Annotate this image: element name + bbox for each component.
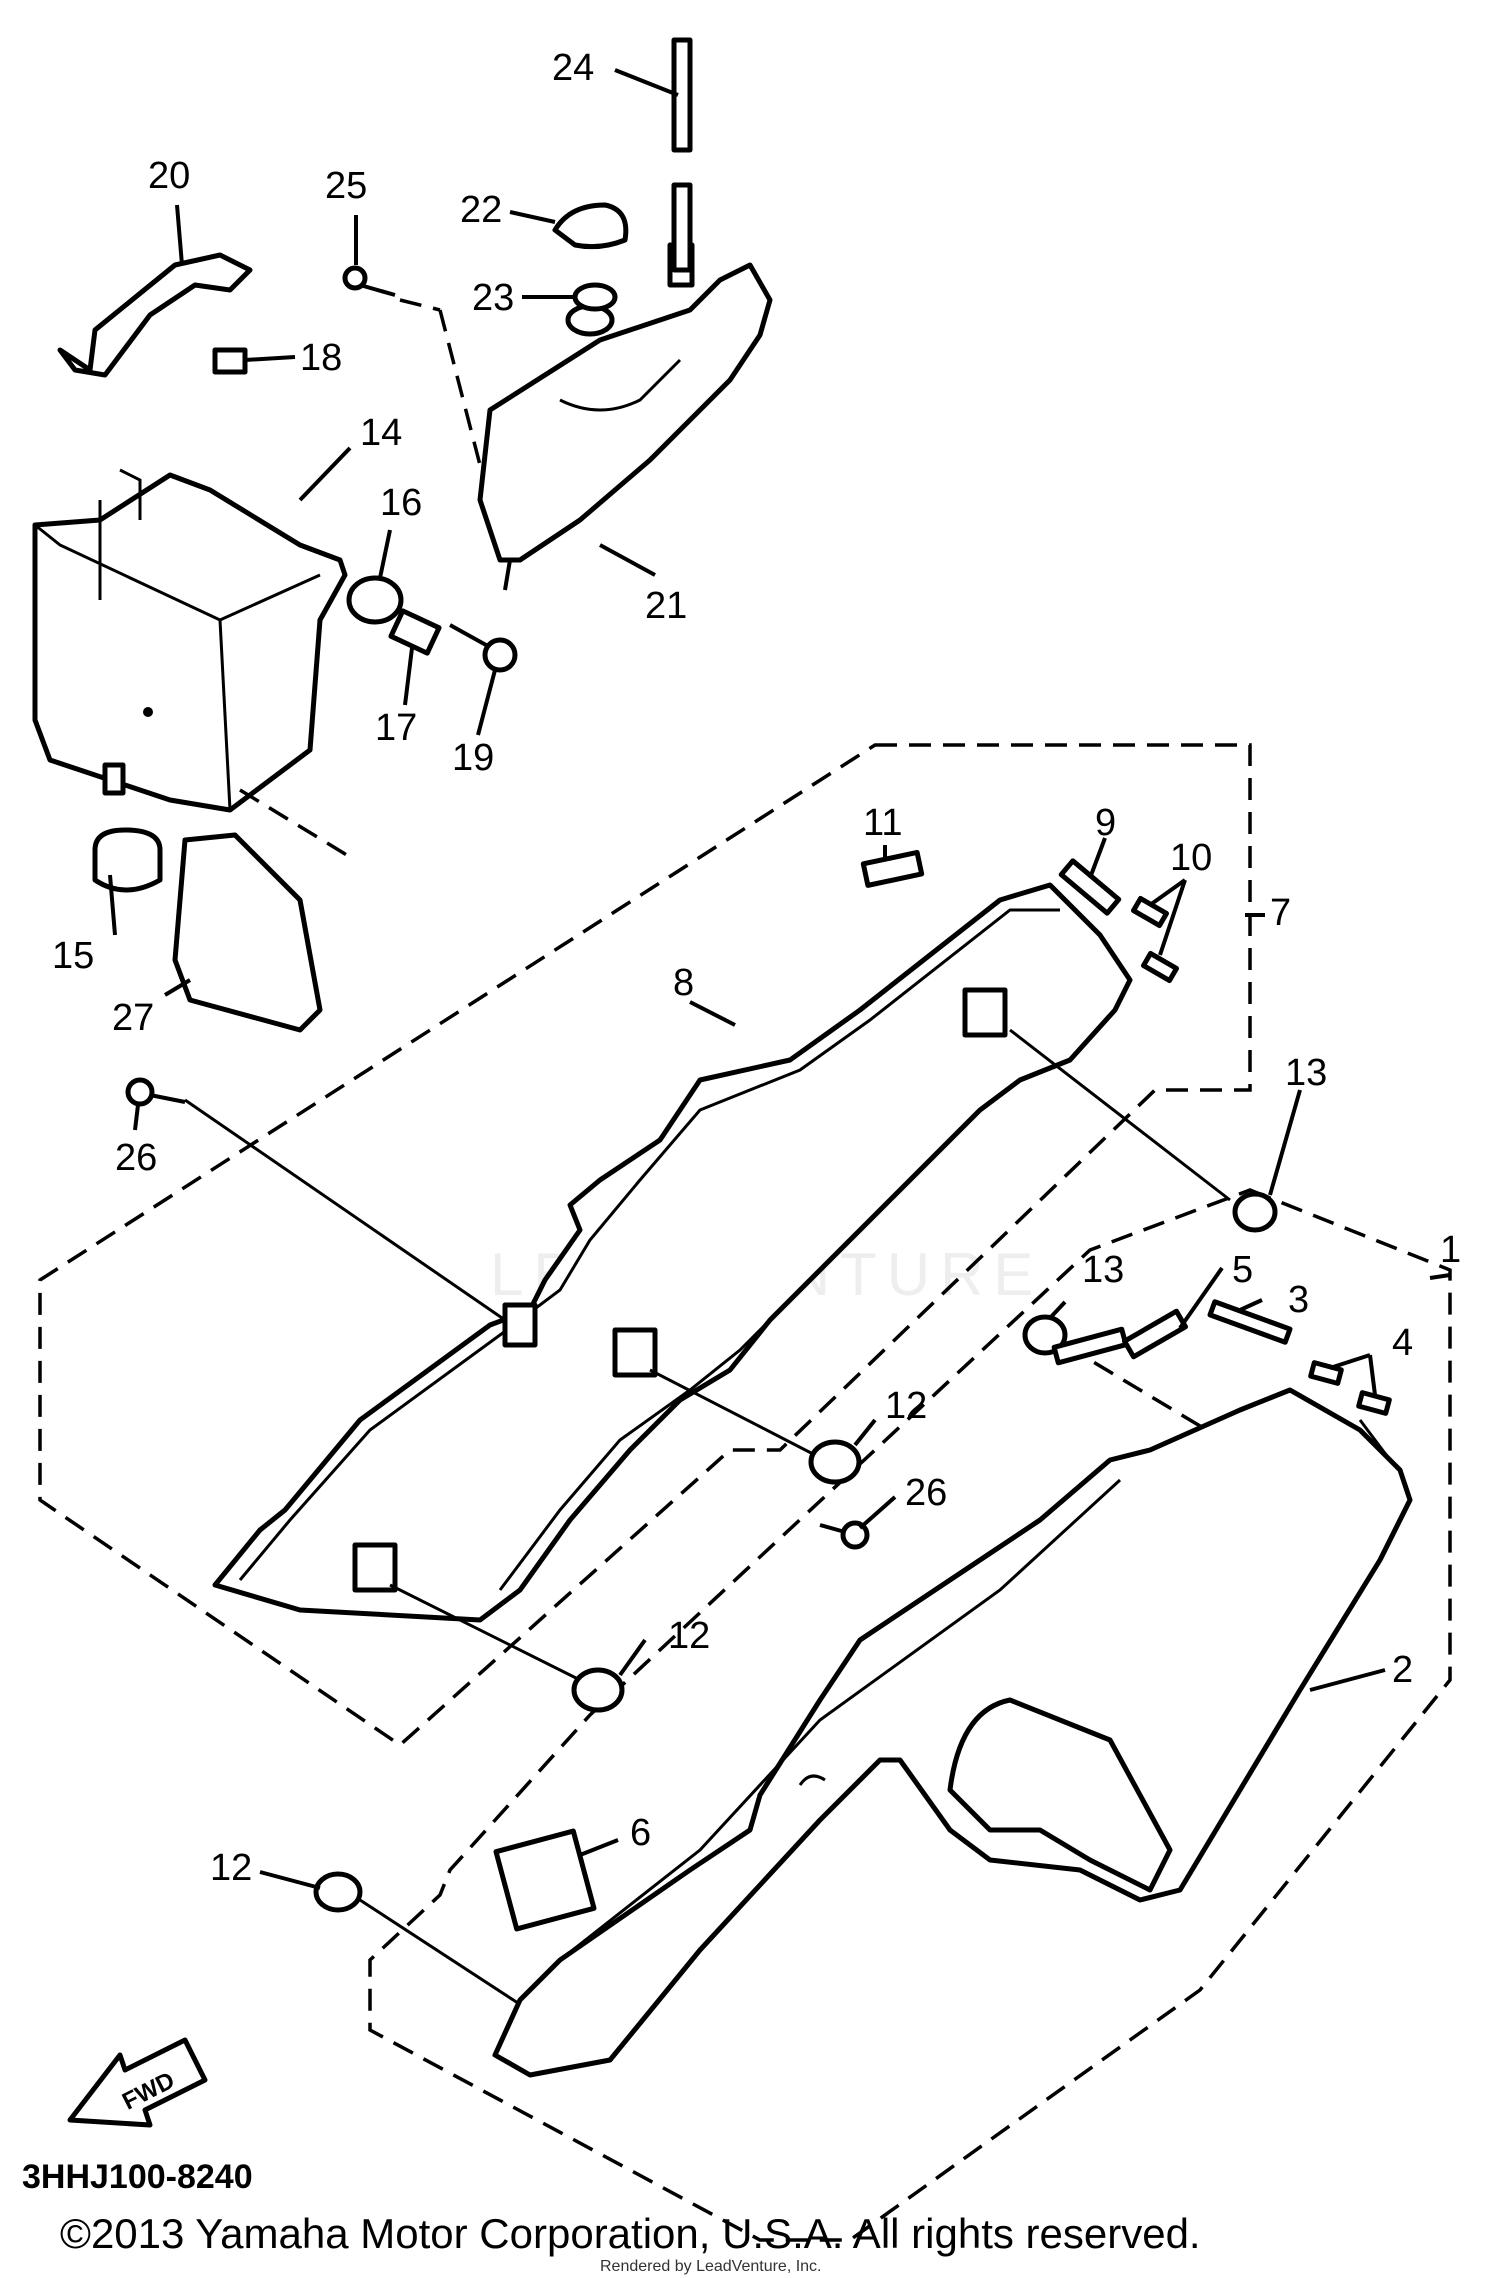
vent-hose-24: [671, 37, 693, 273]
callout-5: 5: [1232, 1249, 1253, 1291]
callout-18: 18: [300, 337, 342, 379]
callout-19: 19: [452, 737, 494, 779]
callout-9: 9: [1095, 802, 1116, 844]
assembly-7-boundary: [38, 743, 1252, 1748]
callout-25: 25: [325, 165, 367, 207]
assembly-1-boundary: [368, 1188, 1452, 2242]
callout-20: 20: [148, 155, 190, 197]
battery-box: [32, 468, 348, 813]
piece-9: [1058, 858, 1122, 916]
callout-7: 7: [1270, 892, 1291, 934]
grommet-12c: [313, 1871, 363, 1913]
callout-16: 16: [380, 482, 422, 524]
callout-26b: 26: [905, 1472, 947, 1514]
bolt-18: [212, 347, 248, 375]
piece-4b: [1356, 1390, 1392, 1416]
side-cover-8: [212, 882, 1133, 1623]
callout-8: 8: [673, 962, 694, 1004]
callout-23: 23: [472, 277, 514, 319]
callout-12b: 12: [668, 1615, 710, 1657]
piece-10a: [1131, 895, 1169, 929]
callout-6: 6: [630, 1812, 651, 1854]
render-credit: Rendered by LeadVenture, Inc.: [600, 2258, 822, 2275]
callout-14: 14: [360, 412, 402, 454]
label-6: [493, 1828, 597, 1932]
piece-11: [860, 849, 925, 888]
callout-4: 4: [1392, 1322, 1413, 1364]
bolt-26a: [125, 1077, 186, 1107]
washer-23: [572, 282, 618, 312]
piece-3: [1207, 1299, 1293, 1345]
callout-13b: 13: [1082, 1249, 1124, 1291]
bolt-19: [449, 623, 518, 673]
plate-27: [172, 832, 323, 1033]
callout-27: 27: [112, 997, 154, 1039]
callout-12a: 12: [885, 1385, 927, 1427]
grommet-12a: [808, 1439, 862, 1485]
cap-22: [552, 202, 629, 250]
callout-13a: 13: [1285, 1052, 1327, 1094]
piece-5: [1122, 1308, 1188, 1360]
grommet-13b: [1022, 1314, 1068, 1356]
callout-24: 24: [552, 47, 594, 89]
callout-21: 21: [645, 585, 687, 627]
callout-22: 22: [460, 189, 502, 231]
grommet-13a: [1232, 1191, 1278, 1233]
callout-10: 10: [1170, 837, 1212, 879]
callout-12c: 12: [210, 1847, 252, 1889]
callout-15: 15: [52, 935, 94, 977]
bolt-25: [342, 265, 396, 297]
collar-17: [388, 608, 442, 656]
forward-arrow-icon: FWD: [67, 2037, 208, 2128]
callout-2: 2: [1392, 1649, 1413, 1691]
copyright: ©2013 Yamaha Motor Corporation, U.S.A. A…: [60, 2210, 1201, 2257]
callout-1: 1: [1440, 1229, 1461, 1271]
callout-3: 3: [1288, 1279, 1309, 1321]
grommet-12b: [571, 1667, 625, 1713]
callout-17: 17: [375, 707, 417, 749]
damper-16: [346, 575, 404, 625]
part-code: 3HHJ100-8240: [22, 2158, 253, 2196]
side-cover-2: [492, 1326, 1413, 2078]
grommet-15: [92, 827, 163, 893]
callout-26a: 26: [115, 1137, 157, 1179]
battery-strap: [57, 252, 253, 378]
callout-11: 11: [863, 802, 902, 844]
piece-10b: [1141, 950, 1179, 984]
